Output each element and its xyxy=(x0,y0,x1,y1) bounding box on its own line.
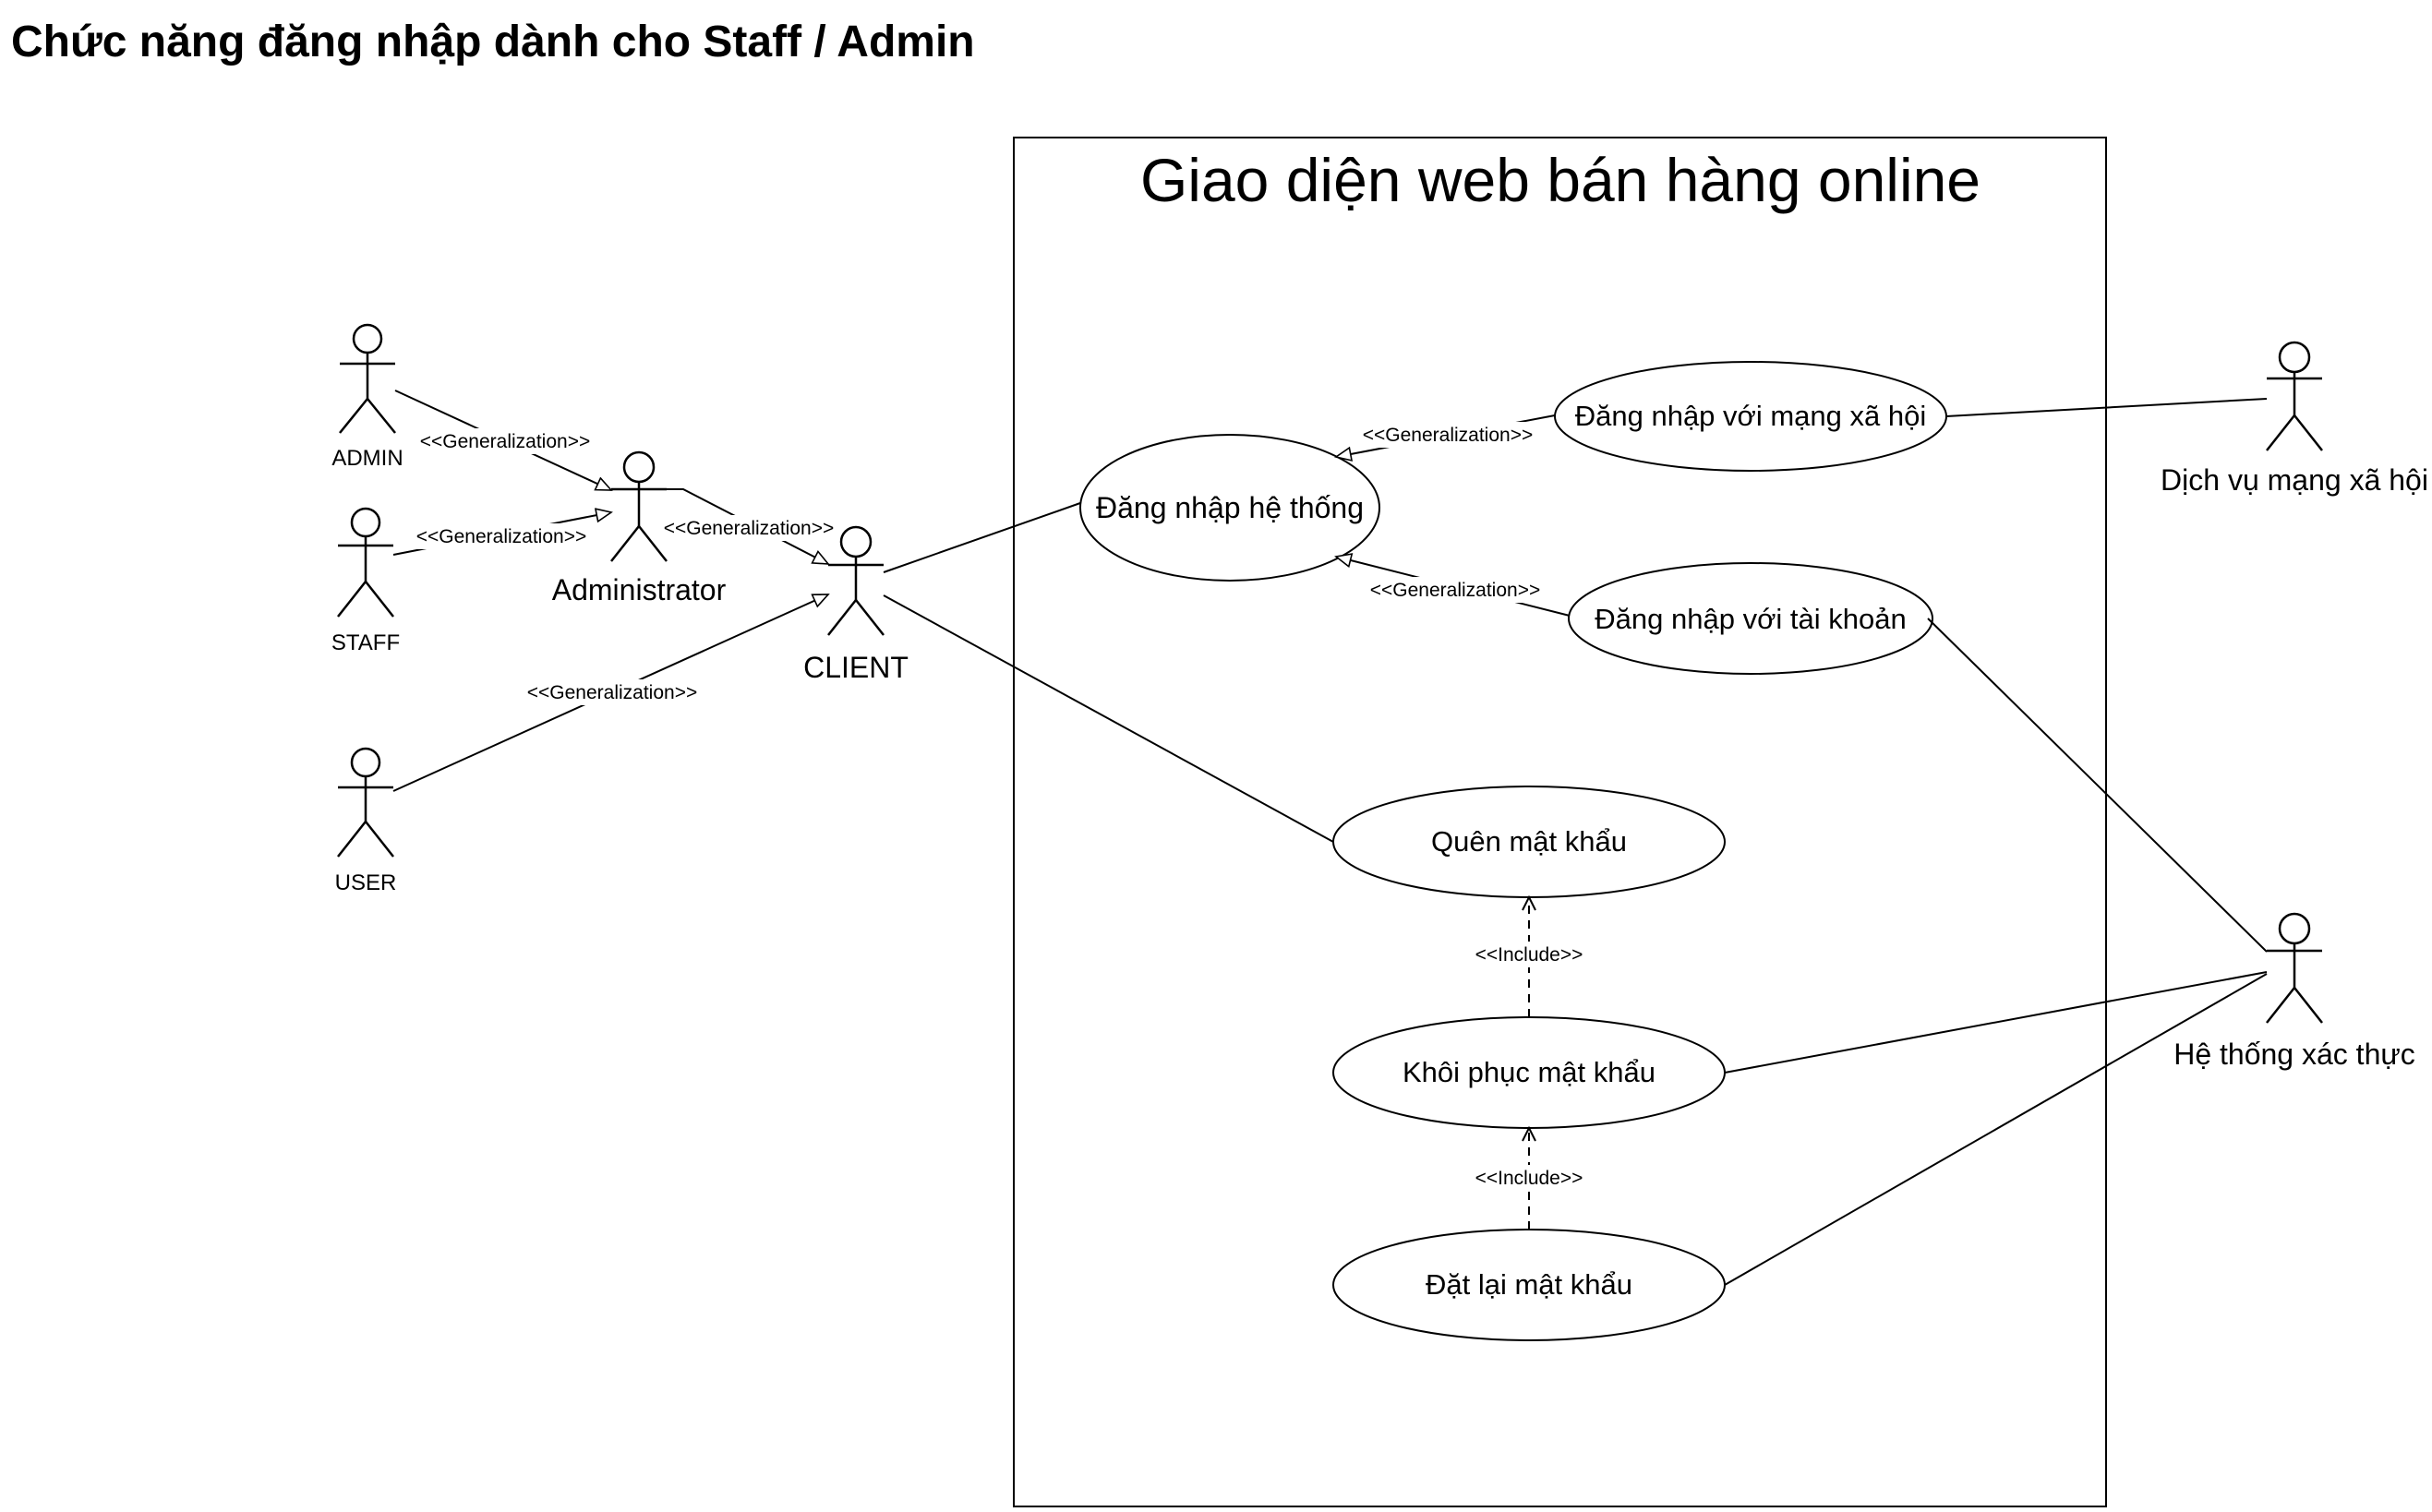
usecase-login-social[interactable]: Đăng nhập với mạng xã hội xyxy=(1554,361,1947,472)
gen-social-login-label: <<Generalization>> xyxy=(1363,425,1533,446)
actor-staff[interactable] xyxy=(337,507,394,618)
system-boundary-label: Giao diện web bán hàng online xyxy=(1140,146,1981,214)
usecase-forgot-password[interactable]: Quên mật khẩu xyxy=(1332,786,1726,898)
usecase-reset-password[interactable]: Đặt lại mật khẩu xyxy=(1332,1229,1726,1341)
actor-social-service-label: Dịch vụ mạng xã hội xyxy=(2161,463,2428,497)
gen-admin-administrator-label: <<Generalization>> xyxy=(420,431,590,452)
gen-administrator-client-label: <<Generalization>> xyxy=(664,518,834,539)
page-title: Chức năng đăng nhập dành cho Staff / Adm… xyxy=(11,18,975,66)
actor-administrator-label: Administrator xyxy=(552,573,727,606)
usecase-login-account-label: Đăng nhập với tài khoản xyxy=(1595,603,1906,635)
usecase-login-label: Đăng nhập hệ thống xyxy=(1096,491,1364,524)
actor-admin-label: ADMIN xyxy=(331,446,403,471)
usecase-recover-password[interactable]: Khôi phục mật khẩu xyxy=(1332,1016,1726,1129)
actor-staff-label: STAFF xyxy=(331,630,400,655)
gen-user-client-label: <<Generalization>> xyxy=(527,682,697,703)
actor-auth-system-label: Hệ thống xác thực xyxy=(2173,1038,2415,1071)
assoc-reset-auth xyxy=(1724,973,2268,1286)
gen-account-login-label: <<Generalization>> xyxy=(1370,580,1540,601)
actor-user-label: USER xyxy=(335,870,397,895)
actor-admin[interactable] xyxy=(339,323,396,434)
usecase-forgot-password-label: Quên mật khẩu xyxy=(1431,825,1627,858)
include-reset-recover-label: <<Include>> xyxy=(1475,1168,1583,1189)
actor-user[interactable] xyxy=(337,747,394,858)
actor-administrator[interactable] xyxy=(610,450,668,562)
assoc-login-account-auth xyxy=(1927,618,2268,953)
assoc-client-login xyxy=(883,502,1081,573)
usecase-login[interactable]: Đăng nhập hệ thống xyxy=(1079,434,1380,582)
usecase-login-account[interactable]: Đăng nhập với tài khoản xyxy=(1568,562,1933,675)
usecase-reset-password-label: Đặt lại mật khẩu xyxy=(1426,1268,1632,1301)
system-boundary xyxy=(1013,137,2107,1507)
usecase-login-social-label: Đăng nhập với mạng xã hội xyxy=(1575,400,1927,432)
include-recover-forgot-label: <<Include>> xyxy=(1475,944,1583,966)
assoc-recover-auth xyxy=(1724,971,2268,1074)
actor-client[interactable] xyxy=(827,525,885,636)
usecase-recover-password-label: Khôi phục mật khẩu xyxy=(1403,1056,1655,1088)
actor-auth-system[interactable] xyxy=(2266,912,2323,1024)
assoc-login-social-service xyxy=(1945,398,2268,417)
actor-client-label: CLIENT xyxy=(803,651,909,684)
assoc-client-forgot-password xyxy=(883,594,1334,843)
gen-staff-administrator-label: <<Generalization>> xyxy=(416,526,586,547)
actor-social-service[interactable] xyxy=(2266,341,2323,451)
